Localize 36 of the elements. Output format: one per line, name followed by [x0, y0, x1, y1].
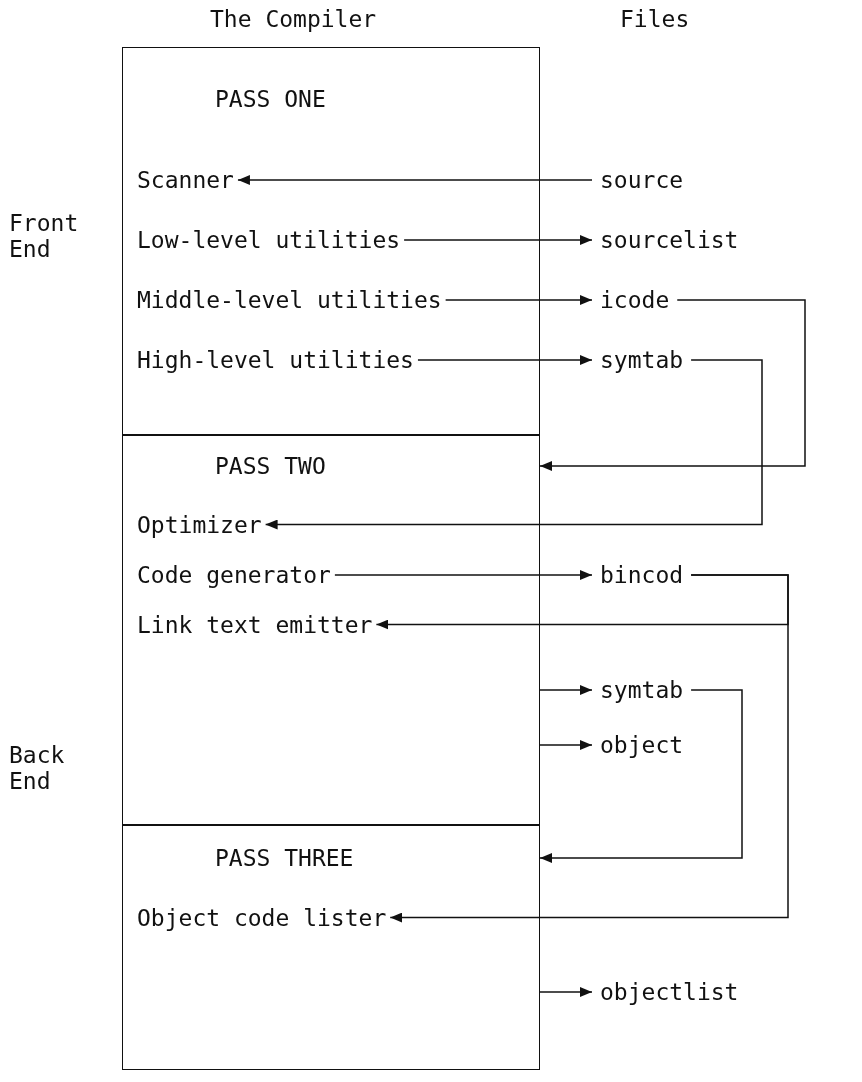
arrow [539, 689, 743, 863]
module-label: Low-level utilities [137, 224, 405, 255]
pass-heading: PASS THREE [215, 844, 354, 873]
arrow [403, 235, 593, 245]
pass-heading: PASS ONE [215, 85, 326, 114]
arrow [237, 175, 593, 185]
file-label: symtab [592, 675, 692, 705]
module-label: High-level utilities [137, 344, 418, 375]
arrow [539, 740, 593, 750]
column-heading: The Compiler [210, 6, 377, 32]
file-label: source [592, 165, 692, 195]
pass-box [122, 825, 540, 1070]
module-label: Object code lister [137, 902, 391, 933]
arrow [539, 299, 806, 471]
file-label: symtab [592, 345, 692, 375]
module-label: Scanner [137, 164, 238, 195]
arrow [539, 685, 593, 695]
column-heading: Files [620, 6, 690, 32]
section-label: Back End [9, 742, 66, 794]
module-label: Middle-level utilities [137, 284, 446, 315]
pass-heading: PASS TWO [215, 452, 326, 481]
arrow [444, 295, 593, 305]
file-label: icode [592, 285, 678, 315]
module-label: Code generator [137, 559, 335, 590]
file-label: bincod [592, 560, 692, 590]
file-label: objectlist [592, 977, 747, 1007]
arrow [417, 355, 593, 365]
file-label: sourcelist [592, 225, 747, 255]
arrow [389, 574, 789, 923]
arrow [264, 359, 763, 530]
module-label: Link text emitter [137, 609, 377, 640]
file-label: object [592, 730, 692, 760]
arrow [334, 570, 593, 580]
section-label: Front End [9, 210, 80, 262]
arrow [539, 987, 593, 997]
module-label: Optimizer [137, 509, 266, 540]
